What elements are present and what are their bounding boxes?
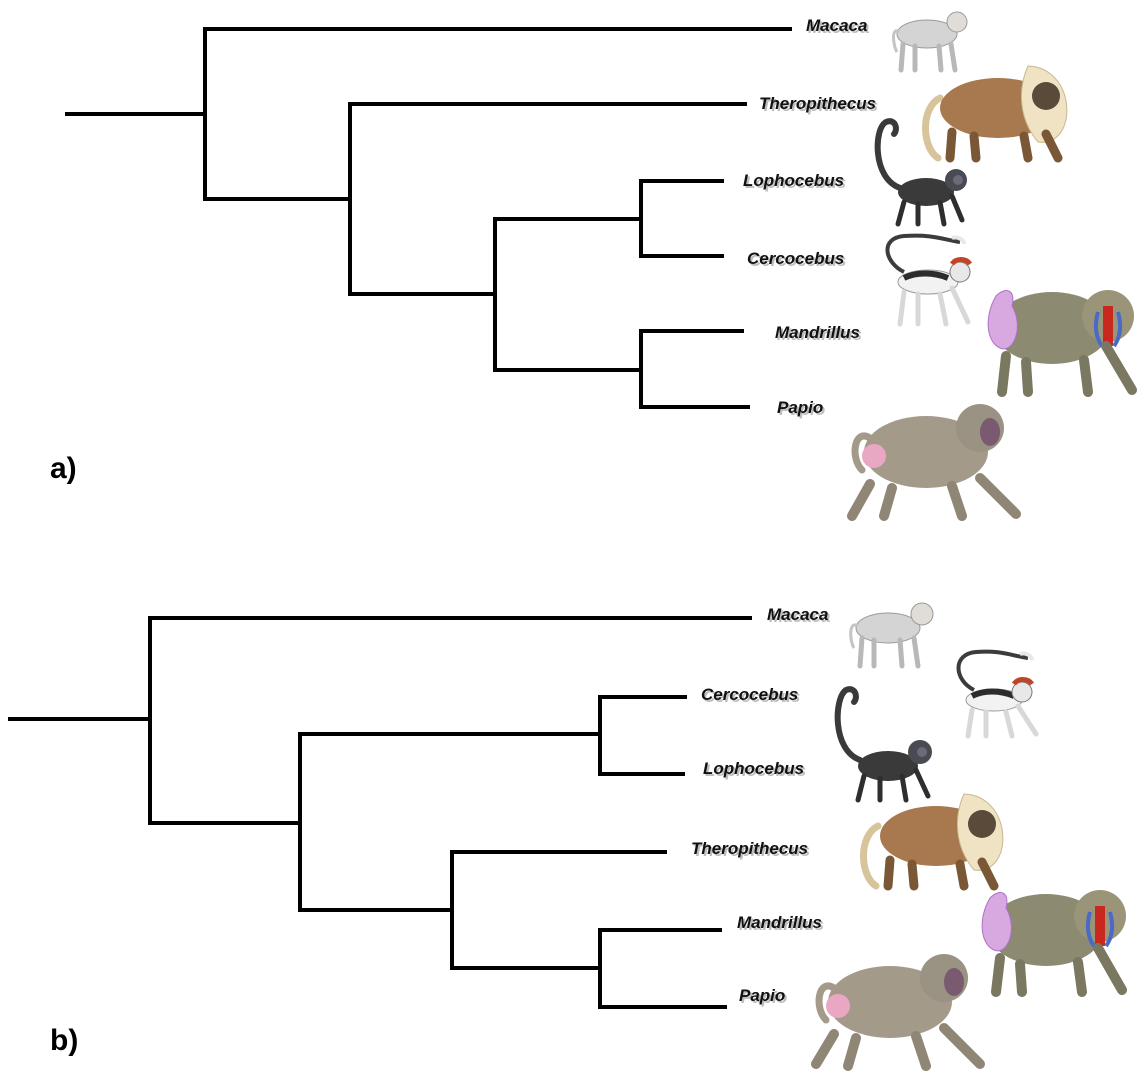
svg-text:Mandrillus: Mandrillus	[739, 915, 824, 934]
macaque-icon	[849, 602, 934, 669]
panel-a-taxon-labels: Macaca Macaca Theropithecus Theropithecu…	[743, 16, 878, 419]
svg-text:Theropithecus: Theropithecus	[761, 96, 878, 115]
svg-text:Theropithecus: Theropithecus	[693, 841, 810, 860]
taxon-label: Macaca	[806, 16, 867, 35]
mangabey-dark-icon	[874, 118, 967, 227]
svg-text:Lophocebus: Lophocebus	[705, 761, 806, 780]
svg-text:Papio: Papio	[779, 400, 825, 419]
taxon-label: Theropithecus	[691, 839, 808, 858]
panel-b-taxon-labels: Macaca Macaca Cercocebus Cercocebus Loph…	[691, 605, 830, 1007]
panel-label: b)	[50, 1024, 78, 1057]
taxon-label: Papio	[739, 986, 785, 1005]
panel-b: Macaca Macaca Cercocebus Cercocebus Loph…	[8, 602, 1127, 1071]
panel-a: Macaca Macaca Theropithecus Theropithecu…	[50, 11, 1137, 521]
taxon-label: Lophocebus	[703, 759, 804, 778]
mandrill-icon	[981, 890, 1127, 997]
svg-text:Cercocebus: Cercocebus	[749, 251, 846, 270]
gelada-icon	[922, 65, 1068, 163]
svg-text:Mandrillus: Mandrillus	[777, 325, 862, 344]
baboon-icon	[811, 954, 985, 1071]
mangabey-dark-icon	[834, 686, 932, 803]
svg-text:Papio: Papio	[741, 988, 787, 1007]
panel-a-illustrations	[847, 11, 1137, 521]
svg-text:Macaca: Macaca	[808, 18, 869, 37]
taxon-label: Theropithecus	[759, 94, 876, 113]
mangabey-white-icon	[956, 649, 1039, 739]
panel-b-illustrations	[811, 602, 1127, 1071]
panel-b-tree	[8, 616, 752, 1009]
svg-text:Lophocebus: Lophocebus	[745, 173, 846, 192]
taxon-label: Mandrillus	[775, 323, 860, 342]
baboon-icon	[847, 404, 1021, 521]
taxon-label: Cercocebus	[747, 249, 844, 268]
taxon-label: Lophocebus	[743, 171, 844, 190]
svg-text:Macaca: Macaca	[769, 607, 830, 626]
taxon-label: Mandrillus	[737, 913, 822, 932]
taxon-label: Macaca	[767, 605, 828, 624]
gelada-icon	[860, 793, 1004, 891]
taxon-label: Cercocebus	[701, 685, 798, 704]
mangabey-white-icon	[885, 233, 973, 327]
svg-text:Cercocebus: Cercocebus	[703, 687, 800, 706]
mandrill-icon	[987, 290, 1137, 397]
taxon-label: Papio	[777, 398, 823, 417]
macaque-icon	[892, 11, 968, 73]
panel-a-tree	[65, 27, 792, 409]
panel-label: a)	[50, 452, 77, 485]
